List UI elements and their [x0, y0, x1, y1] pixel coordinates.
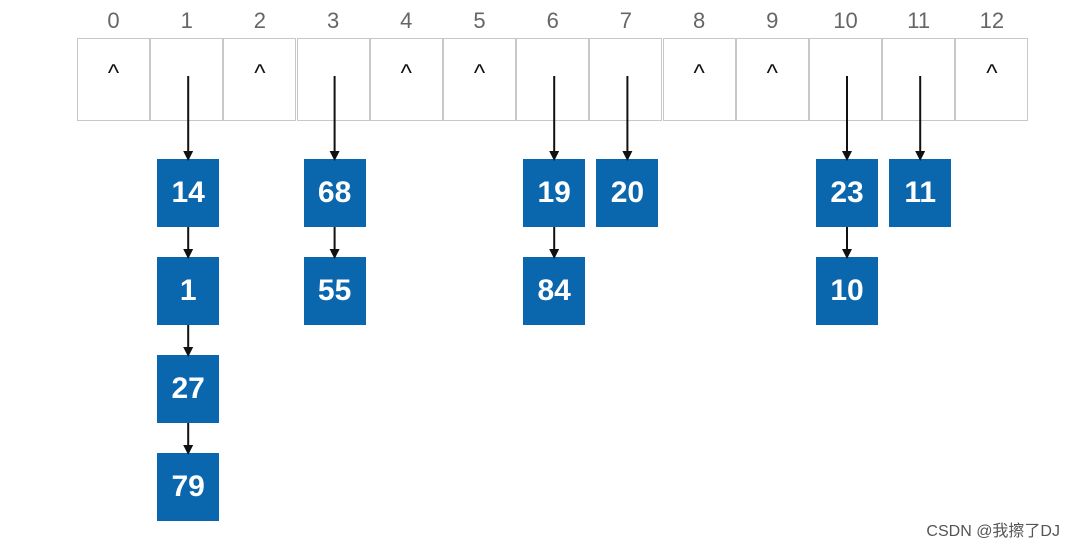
index-label-3: 3 — [326, 8, 340, 33]
watermark: CSDN @我擦了DJ — [926, 523, 1060, 540]
chain-node-55: 55 — [303, 257, 366, 325]
index-label-9: 9 — [766, 8, 779, 33]
chain-node-27: 27 — [157, 355, 220, 423]
null-marker-slot-12: ^ — [986, 60, 998, 87]
table-slot-0 — [77, 38, 150, 121]
table-slot-4 — [369, 38, 443, 121]
index-label-6: 6 — [546, 8, 559, 33]
null-marker-slot-4: ^ — [400, 60, 412, 87]
chain-node-10: 10 — [816, 257, 878, 325]
table-slot-6 — [516, 38, 590, 121]
table-slot-11 — [882, 38, 956, 121]
table-slot-3 — [296, 38, 370, 121]
index-label-12: 12 — [979, 8, 1005, 33]
index-label-10: 10 — [833, 8, 858, 33]
table-slot-5 — [443, 38, 516, 121]
null-marker-slot-0: ^ — [107, 60, 120, 87]
chain-node-19: 19 — [523, 159, 586, 227]
chain-node-79: 79 — [157, 453, 220, 521]
table-slot-9 — [735, 38, 809, 121]
index-label-7: 7 — [619, 8, 633, 33]
chain-node-1: 1 — [157, 257, 220, 325]
index-label-1: 1 — [180, 8, 193, 33]
table-slot-10 — [809, 38, 882, 121]
null-marker-slot-2: ^ — [254, 60, 266, 87]
index-label-11: 11 — [907, 8, 931, 33]
null-marker-slot-5: ^ — [473, 60, 486, 87]
null-marker-slot-8: ^ — [693, 60, 705, 87]
table-slot-7 — [589, 38, 663, 121]
table-slot-2 — [223, 38, 297, 121]
chain-node-14: 14 — [157, 159, 220, 227]
chain-node-68: 68 — [303, 159, 366, 227]
index-label-5: 5 — [473, 8, 486, 33]
index-label-8: 8 — [692, 8, 706, 33]
table-slot-8 — [662, 38, 736, 121]
chain-node-11: 11 — [889, 159, 952, 227]
table-slot-1 — [150, 38, 224, 121]
index-label-2: 2 — [253, 8, 267, 33]
null-marker-slot-9: ^ — [766, 60, 778, 87]
chain-node-84: 84 — [523, 257, 586, 325]
chain-node-23: 23 — [816, 159, 878, 227]
index-label-0: 0 — [107, 8, 120, 33]
index-label-4: 4 — [400, 8, 413, 33]
table-slot-12 — [955, 38, 1029, 121]
chain-node-20: 20 — [596, 159, 659, 227]
